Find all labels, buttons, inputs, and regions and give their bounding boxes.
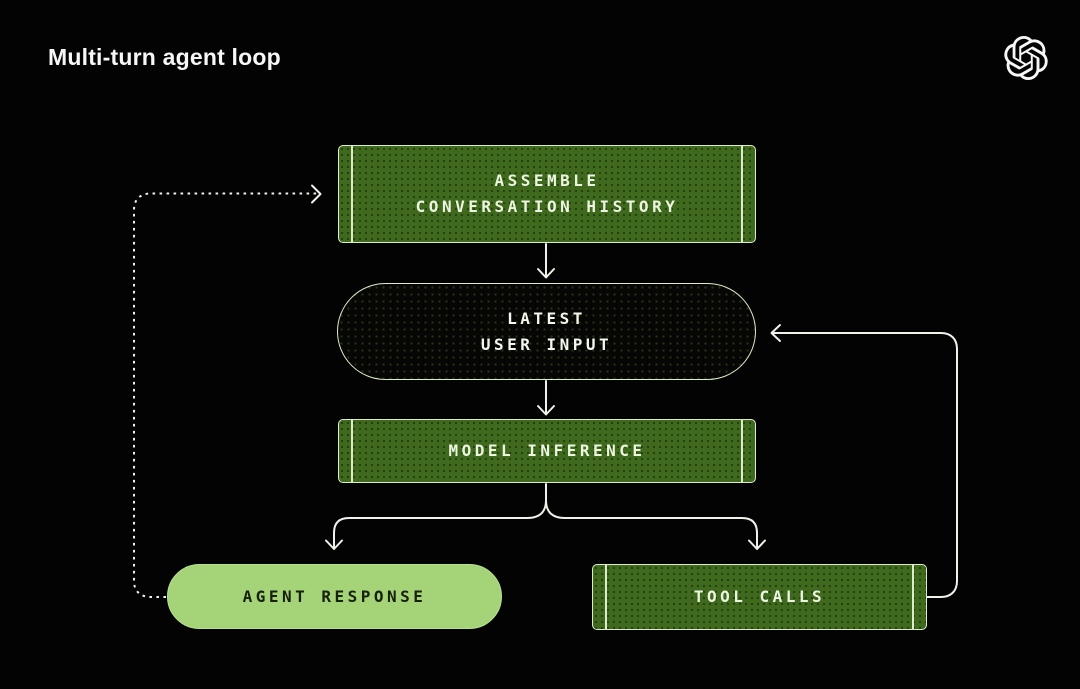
node-assemble-conversation-history: ASSEMBLE CONVERSATION HISTORY xyxy=(338,145,756,243)
box-side-rail-left xyxy=(351,420,353,482)
arrowhead-down-icon xyxy=(537,405,555,416)
node-tool-calls: TOOL CALLS xyxy=(592,564,927,630)
box-side-rail-left xyxy=(605,565,607,629)
edge-model-to-agent-response xyxy=(333,483,547,549)
node-label: LATEST USER INPUT xyxy=(480,308,613,354)
node-label: TOOL CALLS xyxy=(693,587,826,607)
box-side-rail-right xyxy=(912,565,914,629)
arrowhead-down-icon xyxy=(325,539,343,550)
arrowhead-right-icon xyxy=(311,184,322,204)
box-side-rail-right xyxy=(741,420,743,482)
box-side-rail-right xyxy=(741,146,743,242)
node-label: AGENT RESPONSE xyxy=(242,586,427,606)
box-side-rail-left xyxy=(351,146,353,242)
node-agent-response: AGENT RESPONSE xyxy=(167,564,502,629)
arrowhead-down-icon xyxy=(537,268,555,279)
arrowhead-left-icon xyxy=(770,324,781,342)
arrowhead-down-icon xyxy=(748,539,766,550)
node-model-inference: MODEL INFERENCE xyxy=(338,419,756,483)
page-title: Multi-turn agent loop xyxy=(48,44,281,70)
node-label: ASSEMBLE CONVERSATION HISTORY xyxy=(415,171,679,216)
node-latest-user-input: LATEST USER INPUT xyxy=(337,283,756,380)
openai-logo-icon xyxy=(1004,36,1048,80)
edge-tool-calls-to-latest xyxy=(771,332,958,598)
edge-model-to-tool-calls xyxy=(545,499,758,549)
node-label: MODEL INFERENCE xyxy=(448,441,646,461)
edge-agent-response-to-assemble xyxy=(133,192,319,598)
